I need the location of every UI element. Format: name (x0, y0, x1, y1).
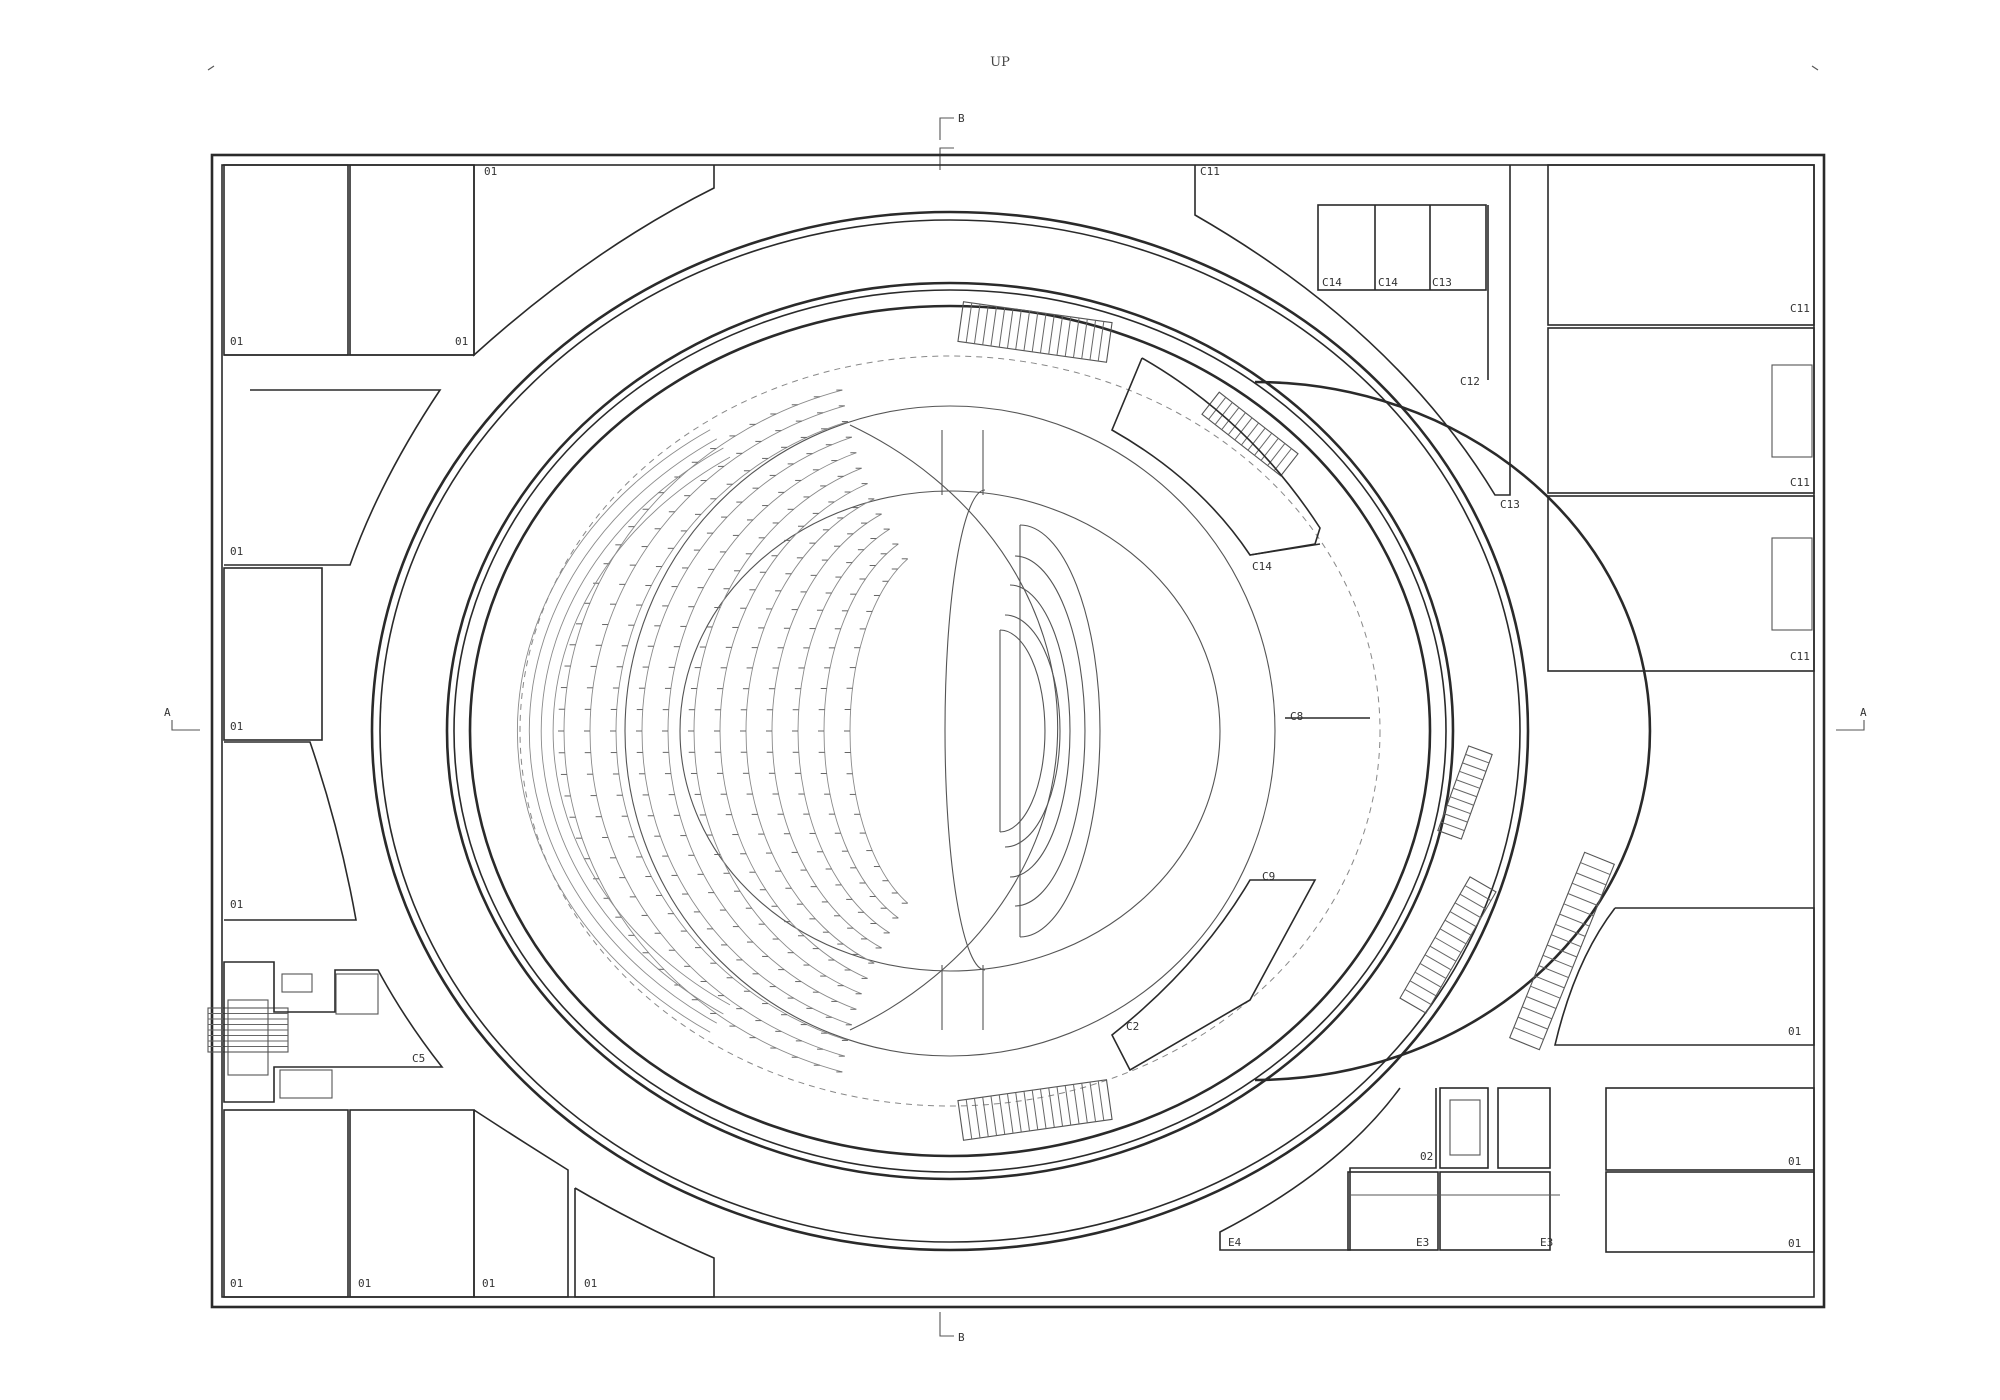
balcony-row-arc (516, 429, 711, 1033)
room-label: 02 (1420, 1150, 1433, 1163)
room-label: C11 (1200, 165, 1220, 178)
room-label: 01 (230, 720, 243, 733)
left-wing-rooms (223, 164, 715, 1298)
seat-row-arc (563, 389, 843, 1073)
room-label: 01 (358, 1277, 371, 1290)
room-label: 01 (230, 898, 243, 911)
room-label: C14 (1252, 560, 1272, 573)
stair-bottom (957, 1079, 1113, 1141)
room-label: C11 (1790, 302, 1810, 315)
room-label: 01 (455, 335, 468, 348)
room-label: C2 (1126, 1020, 1139, 1033)
balcony-row-arc (540, 447, 724, 1015)
svg-text:A: A (1860, 706, 1867, 719)
seat-row-arc (823, 543, 899, 919)
section-marker-top: B (939, 112, 965, 170)
room-label: C5 (412, 1052, 425, 1065)
room-label: 01 (230, 1277, 243, 1290)
stair-lower-right-2 (1508, 851, 1616, 1051)
seat-row-arc (641, 436, 852, 1026)
room-label: 01 (230, 335, 243, 348)
stairs (207, 301, 1616, 1141)
seat-row-arc (667, 452, 857, 1010)
section-marker-left: A (164, 706, 200, 731)
auditorium-bowl (624, 405, 1276, 1057)
room-label: E4 (1228, 1236, 1242, 1249)
room-label: C11 (1790, 476, 1810, 489)
stair-left (207, 1007, 289, 1053)
seat-row-arc (615, 421, 849, 1041)
seat-row-arc (849, 558, 909, 904)
seat-row-arc (745, 498, 875, 964)
backstage-rooms (1110, 357, 1370, 1072)
drawing-title-mark: UP (990, 55, 1010, 70)
room-label: C14 (1322, 276, 1342, 289)
exterior-wall (210, 153, 1826, 1309)
seat-row-arc (589, 405, 845, 1057)
balcony-row-arc (552, 456, 731, 1006)
svg-text:A: A (164, 706, 171, 719)
stair-top (957, 301, 1113, 363)
room-label: C9 (1262, 870, 1275, 883)
room-label: E3 (1540, 1236, 1553, 1249)
room-label: C12 (1460, 375, 1480, 388)
room-label: 01 (1788, 1237, 1801, 1250)
room-label: E3 (1416, 1236, 1429, 1249)
stage (999, 524, 1101, 938)
room-label: C13 (1500, 498, 1520, 511)
room-label: 01 (584, 1277, 597, 1290)
section-marker-bottom: B (939, 1312, 965, 1344)
stair-lower-right-1 (1399, 876, 1497, 1014)
seating-rows (516, 389, 909, 1073)
svg-text:B: B (958, 112, 965, 125)
section-marker-right: A (1836, 706, 1867, 731)
seat-row-arc (771, 513, 882, 949)
svg-text:B: B (958, 1331, 965, 1344)
balcony-row-arc (528, 438, 718, 1024)
room-label: 01 (482, 1277, 495, 1290)
room-label: 01 (230, 545, 243, 558)
circulation-rings (370, 210, 1652, 1252)
room-label: C11 (1790, 650, 1810, 663)
room-label: 01 (484, 165, 497, 178)
room-label: 01 (1788, 1025, 1801, 1038)
stair-lower-right-3 (1437, 745, 1493, 840)
seat-row-arc (797, 528, 890, 934)
room-label: 01 (1788, 1155, 1801, 1168)
room-label: C13 (1432, 276, 1452, 289)
right-wing-rooms (1194, 164, 1815, 1253)
room-label: C14 (1378, 276, 1398, 289)
room-label: C8 (1290, 710, 1303, 723)
seat-row-arc (693, 467, 862, 995)
sheet-corner-ticks (207, 65, 1819, 71)
